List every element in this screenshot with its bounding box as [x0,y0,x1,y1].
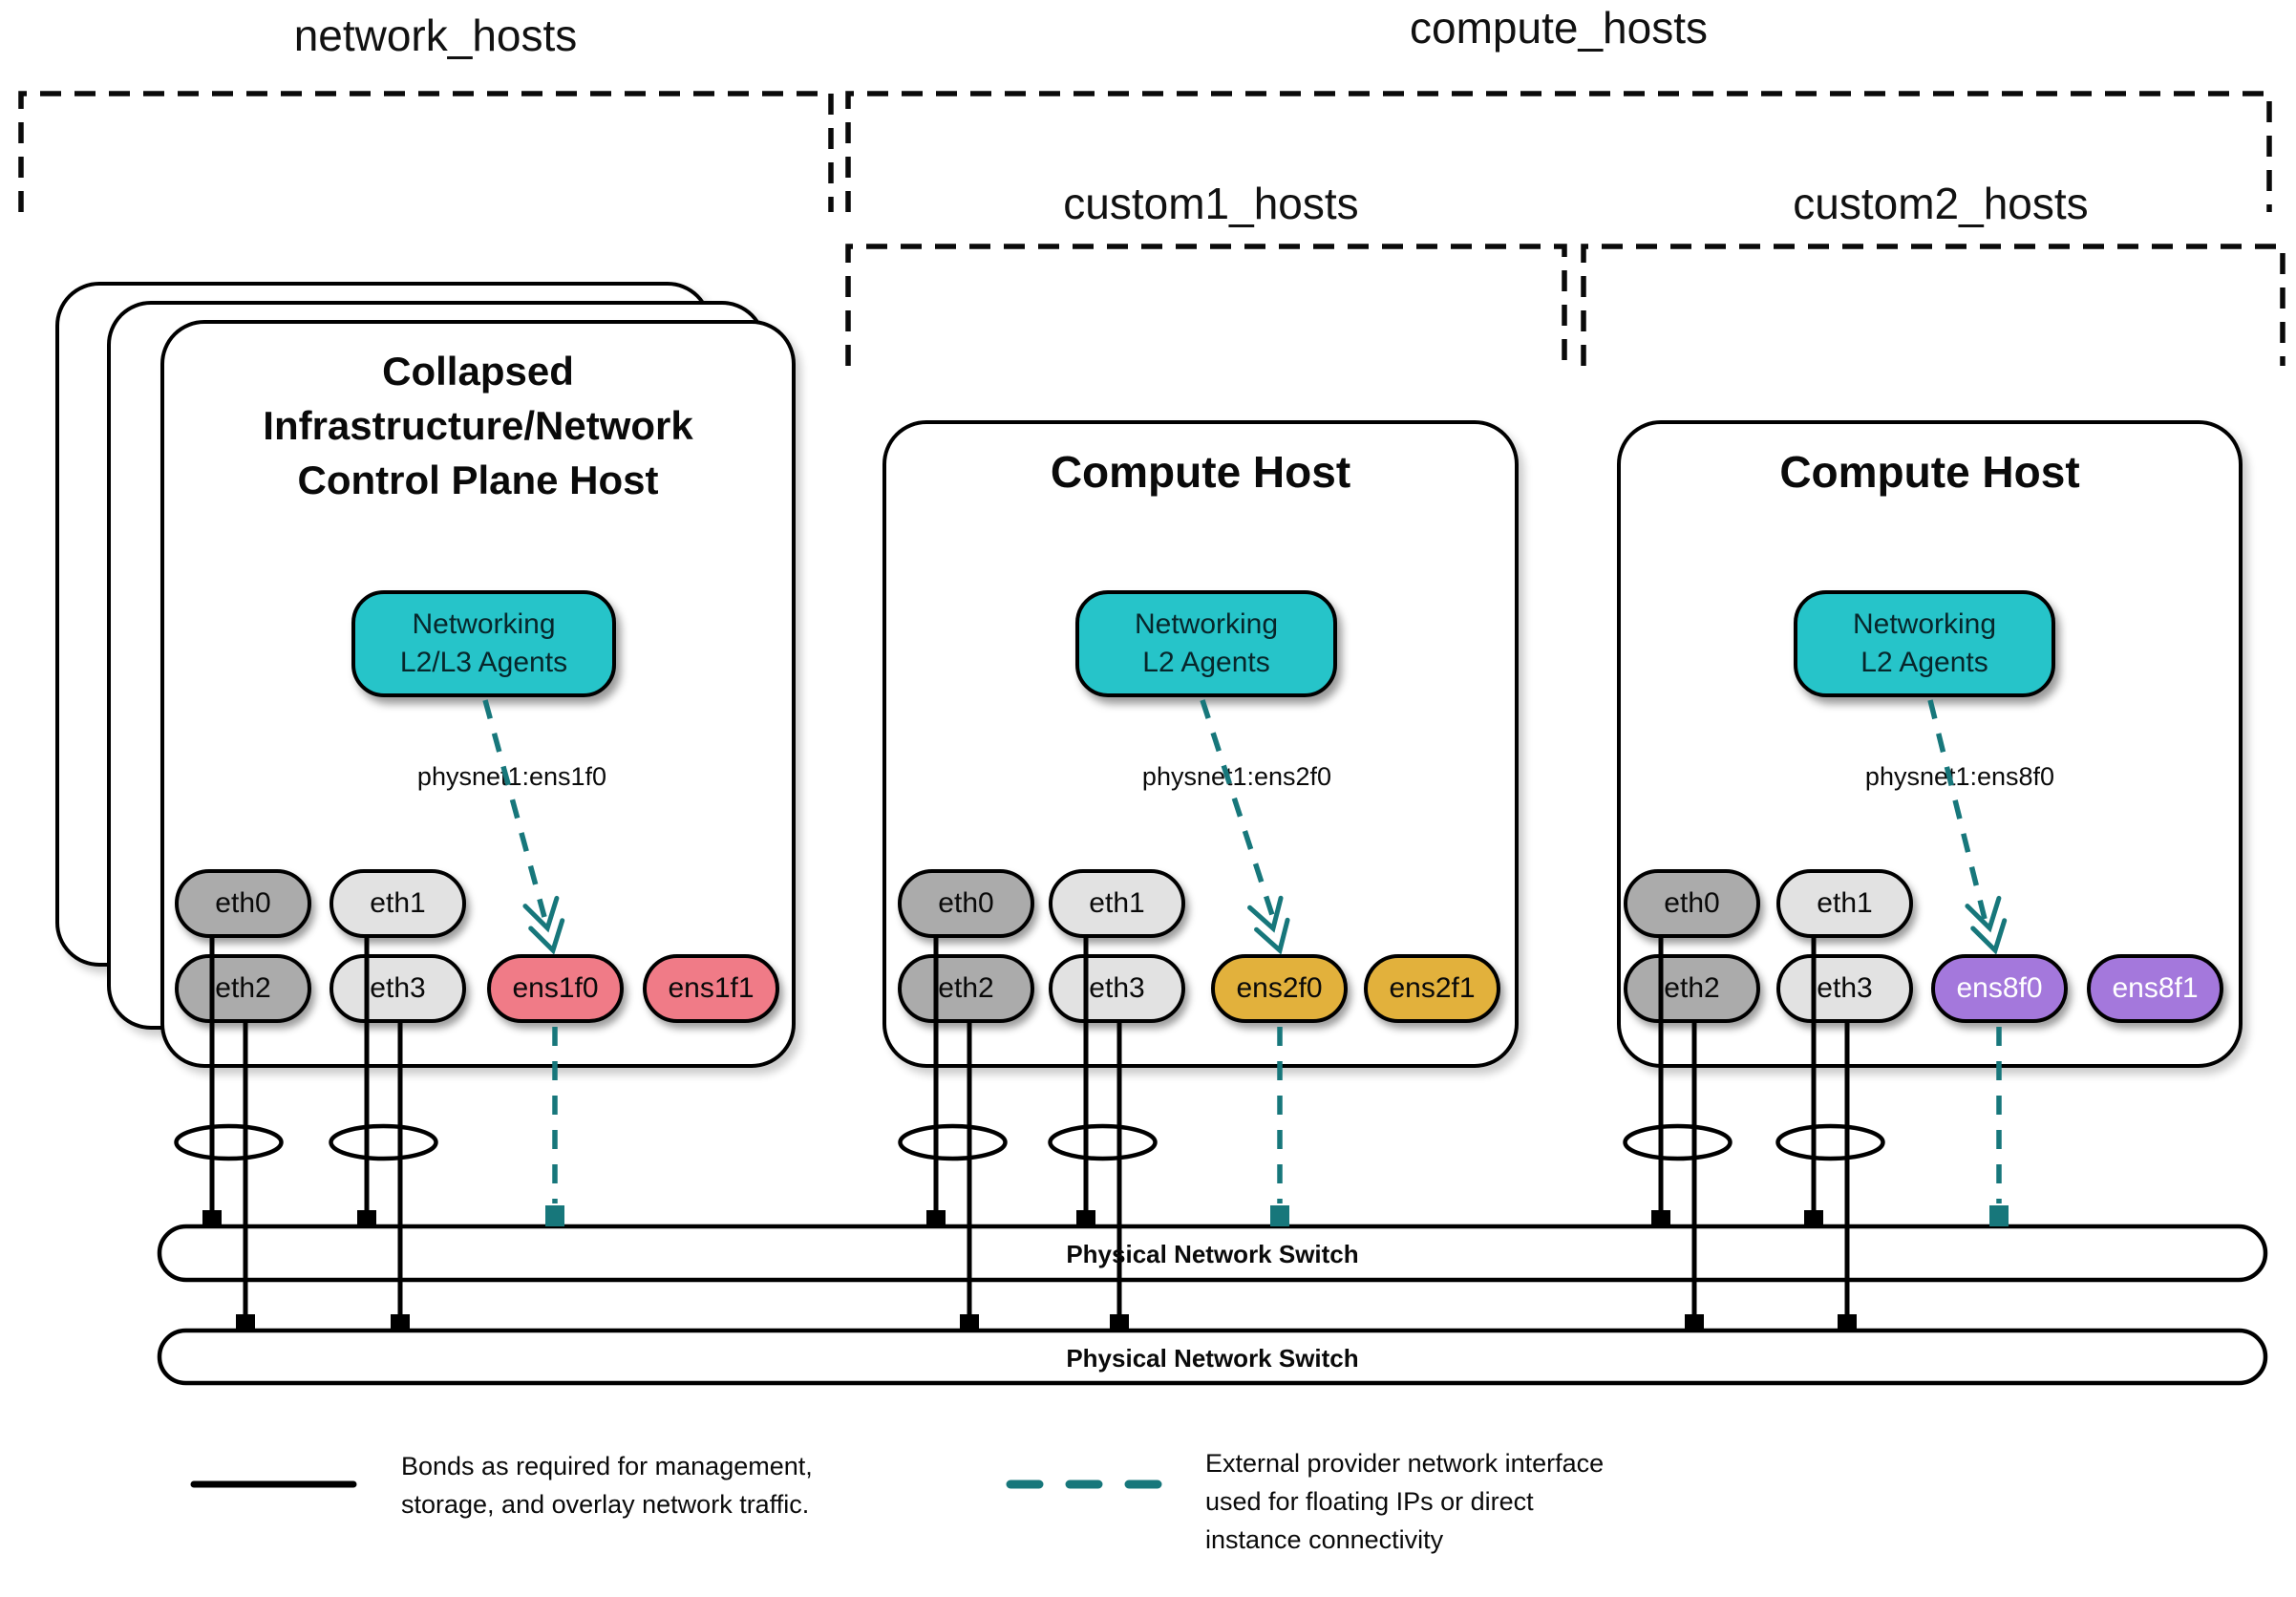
bracket-custom2-hosts [1581,244,2285,366]
switch-label-2: Physical Network Switch [1066,1344,1359,1373]
agent-box-l2-2: Networking L2 Agents [1794,590,2055,697]
group-label-compute-hosts: compute_hosts [1410,3,1708,53]
h3-nic-eth3: eth3 [1776,954,1913,1023]
physnet-label-ens1f0: physnet1:ens1f0 [416,762,607,791]
h1-nic-eth2: eth2 [175,954,311,1023]
agent-box-l2-1: Networking L2 Agents [1075,590,1337,697]
h3-nic-ens8f1: ens8f1 [2087,954,2223,1023]
physnet-label-ens2f0: physnet1:ens2f0 [1141,762,1332,791]
group-label-custom1-hosts: custom1_hosts [1063,179,1359,228]
compute-host-title-2: Compute Host [1779,447,2080,497]
switch-connectors [202,1210,1857,1331]
h2-nic-eth3: eth3 [1049,954,1185,1023]
h3-nic-eth1: eth1 [1776,869,1913,938]
bond-ellipses [174,1123,1885,1161]
agent-box-l2l3: Networking L2/L3 Agents [351,590,616,697]
h2-nic-ens2f0: ens2f0 [1211,954,1348,1023]
switch-label-1: Physical Network Switch [1066,1240,1359,1268]
h1-nic-ens1f0: ens1f0 [487,954,624,1023]
control-host-title: Collapsed Infrastructure/Network Control… [263,349,693,502]
legend-text-bonds: Bonds as required for management, storag… [401,1452,813,1519]
h1-nic-eth3: eth3 [330,954,466,1023]
physnet-label-ens8f0: physnet1:ens8f0 [1864,762,2055,791]
h2-nic-eth0: eth0 [898,869,1034,938]
group-label-network-hosts: network_hosts [293,11,578,60]
h1-nic-eth1: eth1 [330,869,466,938]
h3-nic-eth0: eth0 [1624,869,1760,938]
compute-host-title-1: Compute Host [1050,447,1351,497]
group-label-custom2-hosts: custom2_hosts [1793,179,2089,228]
legend-text-provider: External provider network interface used… [1205,1449,1605,1554]
bracket-custom1-hosts [845,244,1567,366]
h3-nic-ens8f0: ens8f0 [1931,954,2068,1023]
h2-nic-eth1: eth1 [1049,869,1185,938]
h2-nic-eth2: eth2 [898,954,1034,1023]
provider-switch-connectors [545,1205,2009,1226]
bracket-network-hosts [18,91,834,212]
h2-nic-ens2f1: ens2f1 [1364,954,1500,1023]
h1-nic-ens1f1: ens1f1 [643,954,779,1023]
h3-nic-eth2: eth2 [1624,954,1760,1023]
h1-nic-eth0: eth0 [175,869,311,938]
